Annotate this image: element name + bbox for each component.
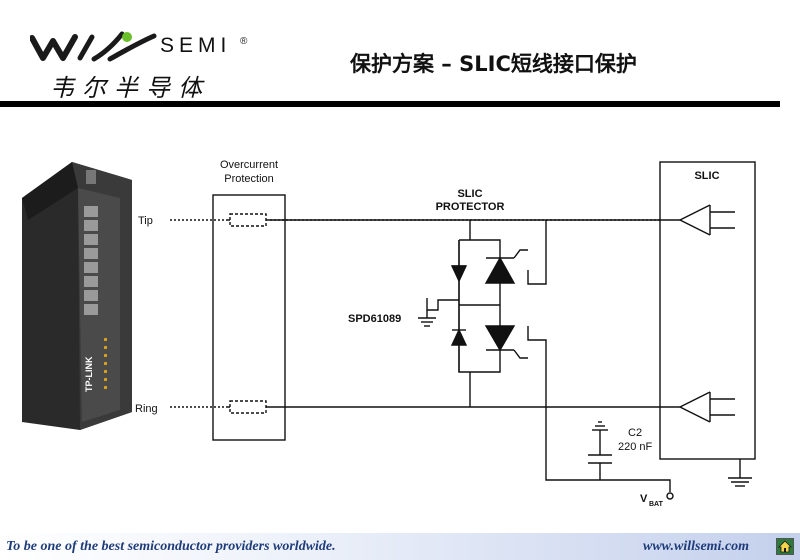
fuse-tip-icon — [229, 213, 267, 227]
overcurrent-label-line1: Overcurrent — [220, 159, 278, 171]
router-device-image: TP-LINK — [22, 162, 132, 430]
router-brand-label: TP-LINK — [84, 356, 94, 392]
vbat-label: V — [640, 493, 648, 505]
ring-label: Ring — [135, 403, 158, 415]
company-logo: SEMI ® 韦尔半导体 — [29, 30, 270, 102]
status-leds — [104, 338, 107, 389]
protector-label-line1: SLIC — [457, 188, 482, 200]
cap-value-label: 220 nF — [618, 441, 653, 453]
footer-website-link[interactable]: www.willsemi.com — [643, 539, 750, 554]
title-divider — [0, 101, 780, 107]
slic-protection-circuit: Overcurrent Protection Tip Ring SLIC PRO… — [135, 159, 756, 508]
protector-label-line2: PROTECTOR — [436, 201, 505, 213]
cap-name-label: C2 — [628, 427, 642, 439]
overcurrent-label-line2: Protection — [224, 173, 274, 185]
page-title: 保护方案 – SLIC短线接口保护 — [350, 52, 637, 76]
ethernet-ports — [84, 206, 98, 315]
logo-semi-text: SEMI — [160, 34, 232, 57]
home-button[interactable] — [776, 538, 794, 555]
footer-slogan: To be one of the best semiconductor prov… — [6, 539, 336, 554]
overcurrent-protection-box — [212, 194, 286, 441]
vbat-subscript: BAT — [649, 501, 664, 508]
part-number-label: SPD61089 — [348, 313, 401, 325]
console-port-icon — [86, 170, 96, 184]
logo-chinese-name: 韦尔半导体 — [50, 74, 210, 102]
slic-label: SLIC — [694, 170, 719, 182]
fuse-ring-icon — [229, 400, 267, 414]
tip-label: Tip — [138, 215, 153, 227]
home-icon — [778, 540, 792, 553]
logo-wave-mark — [29, 31, 157, 62]
slic-box — [659, 161, 756, 460]
logo-registered-mark: ® — [240, 36, 248, 47]
footer-bar: To be one of the best semiconductor prov… — [0, 533, 800, 560]
